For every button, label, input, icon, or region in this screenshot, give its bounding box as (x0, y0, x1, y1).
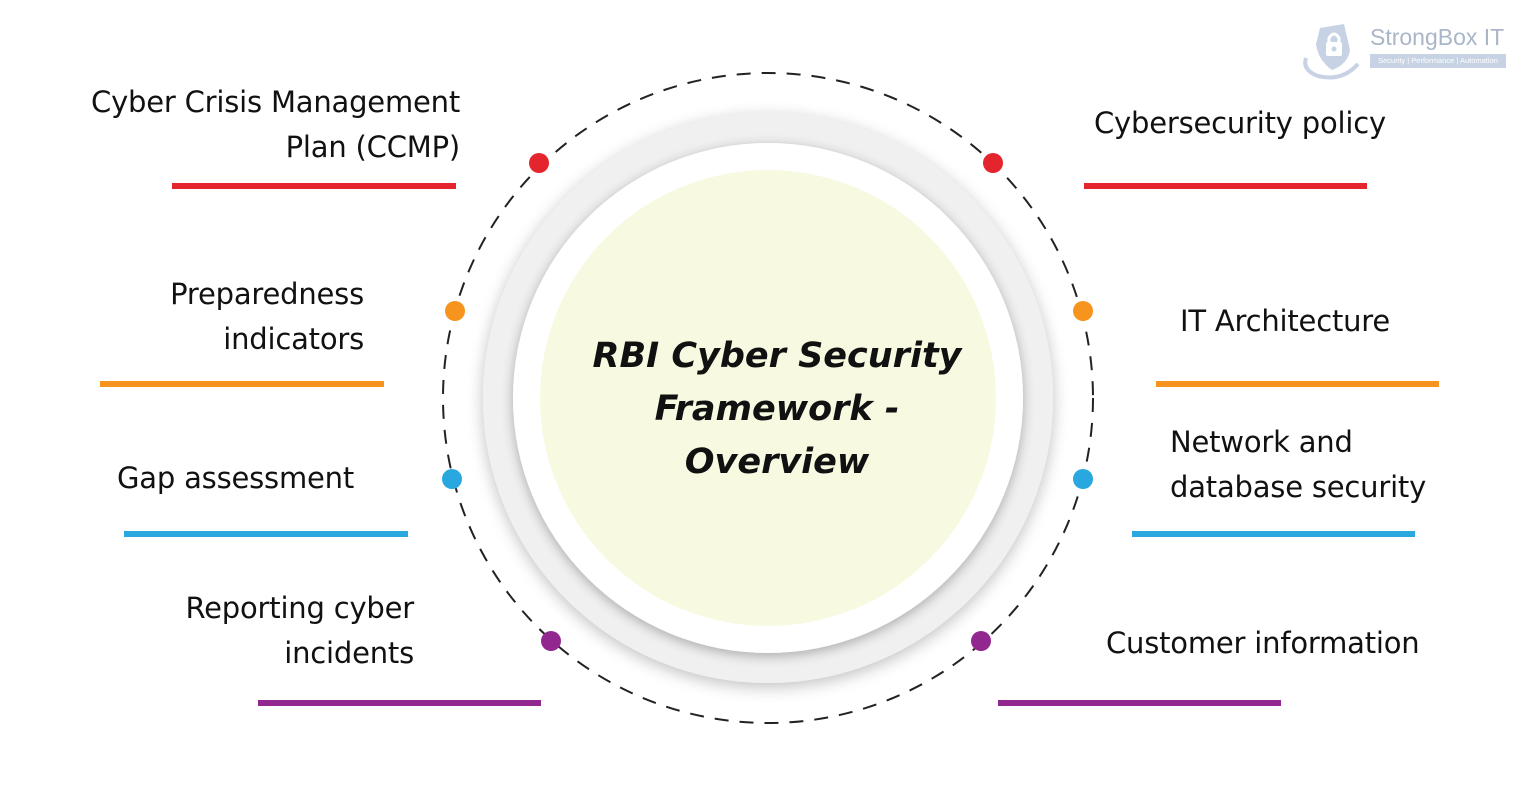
right-marker-dot (971, 631, 991, 651)
company-logo: StrongBox IT Security | Performance | Au… (1300, 20, 1515, 80)
right-underline-bar (998, 700, 1281, 706)
center-title: RBI Cyber Security Framework - Overview (552, 330, 1002, 489)
item-label-line: indicators (223, 322, 364, 356)
right-item-network-database: Network and database security (1170, 420, 1426, 510)
item-label-line: Network and (1170, 425, 1353, 459)
left-underline-bar (172, 183, 456, 189)
left-item-reporting: Reporting cyber incidents (185, 586, 415, 676)
center-title-line: Framework - (654, 389, 900, 429)
left-marker-dot (529, 153, 549, 173)
right-marker-dot (1073, 469, 1093, 489)
left-item-gap-assessment: Gap assessment (117, 456, 354, 501)
lock-shield-icon (1303, 24, 1360, 80)
item-label-line: Gap assessment (117, 461, 354, 495)
left-marker-dot (541, 631, 561, 651)
left-underline-bar (124, 531, 408, 537)
item-label-line: incidents (284, 636, 414, 670)
item-label-line: Preparedness (170, 277, 364, 311)
right-marker-dot (1073, 301, 1093, 321)
dashed-orbit-circle (442, 72, 1094, 724)
logo-tagline: Security | Performance | Automation (1370, 54, 1506, 68)
left-underline-bar (100, 381, 384, 387)
center-title-line: Overview (684, 442, 870, 482)
center-circle (540, 170, 996, 626)
left-item-ccmp: Cyber Crisis Management Plan (CCMP) (91, 80, 460, 170)
left-item-preparedness: Preparedness indicators (170, 272, 364, 362)
logo-brand-name: StrongBox IT (1370, 24, 1505, 50)
right-item-cybersecurity-policy: Cybersecurity policy (1094, 101, 1386, 146)
item-label-line: Plan (CCMP) (285, 130, 461, 164)
item-label-line: Customer information (1106, 626, 1420, 660)
right-underline-bar (1084, 183, 1367, 189)
right-item-customer-information: Customer information (1106, 621, 1420, 666)
item-label-line: Cybersecurity policy (1094, 106, 1386, 140)
right-item-it-architecture: IT Architecture (1180, 299, 1390, 344)
left-marker-dot (442, 469, 462, 489)
left-underline-bar (258, 700, 541, 706)
left-marker-dot (445, 301, 465, 321)
right-marker-dot (983, 153, 1003, 173)
center-title-line: RBI Cyber Security (592, 336, 962, 376)
item-label-line: database security (1170, 470, 1427, 504)
item-label-line: Reporting cyber (185, 591, 415, 625)
item-label-line: IT Architecture (1180, 304, 1391, 338)
right-underline-bar (1132, 531, 1415, 537)
item-label-line: Cyber Crisis Management (91, 85, 460, 119)
right-underline-bar (1156, 381, 1439, 387)
